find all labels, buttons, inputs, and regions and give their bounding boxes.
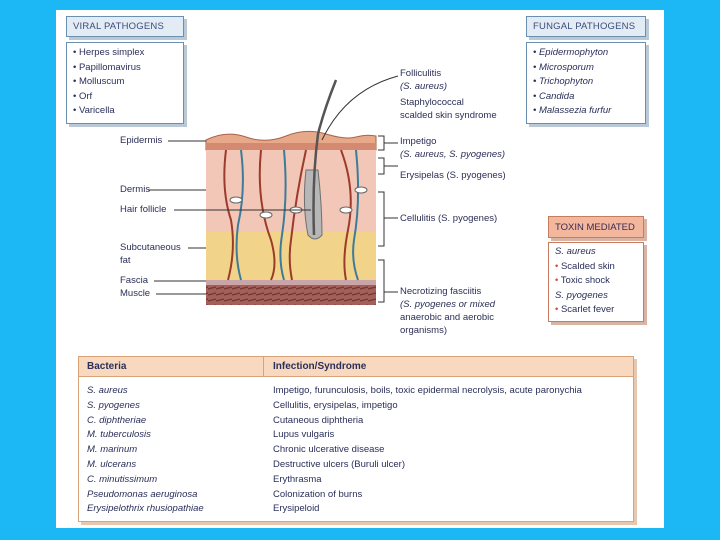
label-folliculitis-org: (S. aureus)	[400, 81, 447, 92]
list-item: Herpes simplex	[73, 46, 177, 61]
skin-cross-section	[148, 75, 399, 305]
label-fascia: Fascia	[120, 275, 148, 286]
list-item: Toxic shock	[555, 274, 637, 289]
table-cell: Erythrasma	[273, 473, 322, 485]
list-item: Candida	[533, 90, 639, 105]
label-nf-3: anaerobic and aerobic	[400, 312, 495, 323]
slide: VIRAL PATHOGENS Herpes simplex Papilloma…	[56, 10, 664, 528]
label-fat: fat	[120, 255, 131, 266]
table-cell: Impetigo, furunculosis, boils, toxic epi…	[273, 385, 582, 396]
label-dermis: Dermis	[120, 184, 151, 195]
table-cell: Cutaneous diphtheria	[273, 414, 364, 426]
vessel-blue	[279, 149, 287, 281]
list-item: Microsporum	[533, 61, 639, 76]
label-nf-2: (S. pyogenes or mixed	[400, 299, 496, 310]
list-item: S. aureus	[555, 246, 596, 257]
table-cell: M. ulcerans	[87, 458, 137, 470]
bacteria-table: Bacteria Infection/Syndrome S. aureus S.…	[78, 356, 634, 522]
fungal-list: Epidermophyton Microsporum Trichophyton …	[527, 43, 645, 122]
toxin-title: TOXIN MEDIATED	[548, 216, 644, 238]
list-item: Trichophyton	[533, 75, 639, 90]
table-cell: Lupus vulgaris	[273, 429, 335, 441]
vessel-red	[258, 149, 276, 281]
hair-shaft	[312, 79, 338, 236]
list-item: Malassezia furfur	[533, 104, 639, 119]
label-muscle: Muscle	[120, 288, 151, 299]
label-nf-4: organisms)	[400, 325, 447, 336]
fascia-layer	[206, 280, 376, 285]
label-epidermis: Epidermis	[120, 135, 163, 146]
table-cell: Cellulitis, erysipelas, impetigo	[273, 399, 398, 411]
list-item: Papillomavirus	[73, 61, 177, 76]
label-ssss-1: Staphylococcal	[400, 97, 464, 108]
table-cell: Erysipeloid	[273, 503, 320, 515]
label-hair-follicle: Hair follicle	[120, 204, 167, 215]
label-folliculitis: Folliculitis	[400, 68, 442, 79]
vessel-red	[223, 149, 234, 281]
table-cell: Pseudomonas aeruginosa	[87, 488, 198, 500]
viral-list: Herpes simplex Papillomavirus Molluscum …	[67, 43, 183, 122]
table-cell: M. marinum	[87, 444, 138, 456]
header-infection: Infection/Syndrome	[273, 361, 367, 372]
table-header: Bacteria Infection/Syndrome	[79, 357, 633, 377]
label-nf-1: Necrotizing fasciitis	[400, 286, 482, 297]
header-divider	[263, 357, 264, 377]
list-item: Scalded skin	[555, 260, 637, 275]
fungal-title: FUNGAL PATHOGENS	[526, 16, 646, 37]
table-cell: S. pyogenes	[87, 399, 140, 411]
bacteria-column: S. aureus S. pyogenes C. diphtheriae M. …	[87, 384, 204, 517]
header-bacteria: Bacteria	[87, 361, 127, 372]
list-item: Varicella	[73, 104, 177, 119]
fungal-box: Epidermophyton Microsporum Trichophyton …	[526, 42, 646, 124]
label-erysipelas: Erysipelas (S. pyogenes)	[400, 170, 506, 181]
label-ssss-2: scalded skin syndrome	[400, 110, 497, 121]
label-subcutaneous: Subcutaneous	[120, 242, 181, 253]
table-cell: C. minutissimum	[87, 473, 158, 485]
viral-title: VIRAL PATHOGENS	[66, 16, 184, 37]
list-item: S. pyogenes	[555, 289, 608, 301]
list-item: Epidermophyton	[533, 46, 639, 61]
label-impetigo-org: (S. aureus, S. pyogenes)	[400, 149, 506, 160]
table-cell: M. tuberculosis	[87, 429, 151, 441]
table-cell: Chronic ulcerative disease	[273, 444, 385, 456]
vessel-blue	[235, 149, 244, 281]
vessel-red	[288, 149, 307, 281]
dermis-layer	[206, 150, 376, 232]
vessel-red	[340, 149, 352, 281]
toxin-list: S. aureus Scalded skin Toxic shock S. py…	[549, 243, 643, 320]
muscle-layer	[206, 285, 376, 305]
table-cell: S. aureus	[87, 385, 128, 396]
table-cell: Erysipelothrix rhusiopathiae	[87, 503, 204, 515]
table-cell: Destructive ulcers (Buruli ulcer)	[273, 458, 405, 470]
toxin-box: S. aureus Scalded skin Toxic shock S. py…	[548, 242, 644, 322]
label-impetigo: Impetigo	[400, 136, 437, 147]
viral-box: Herpes simplex Papillomavirus Molluscum …	[66, 42, 184, 124]
epidermis-band	[206, 143, 376, 150]
label-cellulitis: Cellulitis (S. pyogenes)	[400, 213, 498, 224]
table-cell: C. diphtheriae	[87, 414, 147, 426]
list-item: Molluscum	[73, 75, 177, 90]
vessel-blue	[352, 149, 360, 281]
list-item: Scarlet fever	[555, 303, 637, 318]
table-cell: Colonization of burns	[273, 488, 363, 500]
list-item: Orf	[73, 90, 177, 105]
infection-column: Impetigo, furunculosis, boils, toxic epi…	[273, 384, 582, 517]
